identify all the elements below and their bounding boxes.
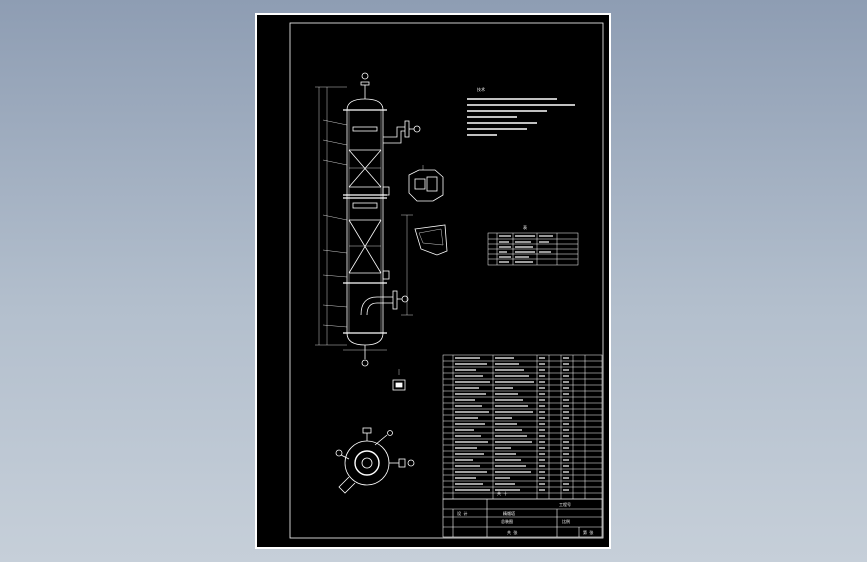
drawing-name-1: 精馏塔 — [503, 510, 515, 516]
sheet-number: 第 张 — [583, 529, 593, 535]
drawing-name-2: 总装图 — [501, 518, 513, 524]
parts-label: 共 十 — [497, 490, 507, 496]
nozzle-table-heading: 表 — [523, 224, 527, 230]
title-block: 工程号 精馏塔 总装图 设 计 比例 共 张 第 张 — [442, 498, 603, 538]
cad-drawing: 技术 表 — [289, 22, 604, 539]
plan-view — [335, 427, 415, 494]
technical-notes: 技术 — [467, 86, 575, 136]
column-elevation — [315, 72, 421, 367]
designer-label: 设 计 — [457, 510, 467, 516]
notes-heading: 技术 — [477, 86, 485, 92]
sheet-count: 共 张 — [507, 529, 517, 535]
drawing-sheet: 技术 表 — [255, 13, 611, 549]
inner-border — [289, 22, 604, 539]
parts-list: 共 十 — [442, 354, 603, 500]
title-top-label: 工程号 — [559, 501, 571, 507]
scale-label: 比例 — [562, 518, 570, 524]
nozzle-table: 表 — [487, 224, 579, 266]
detail-views — [392, 165, 448, 391]
